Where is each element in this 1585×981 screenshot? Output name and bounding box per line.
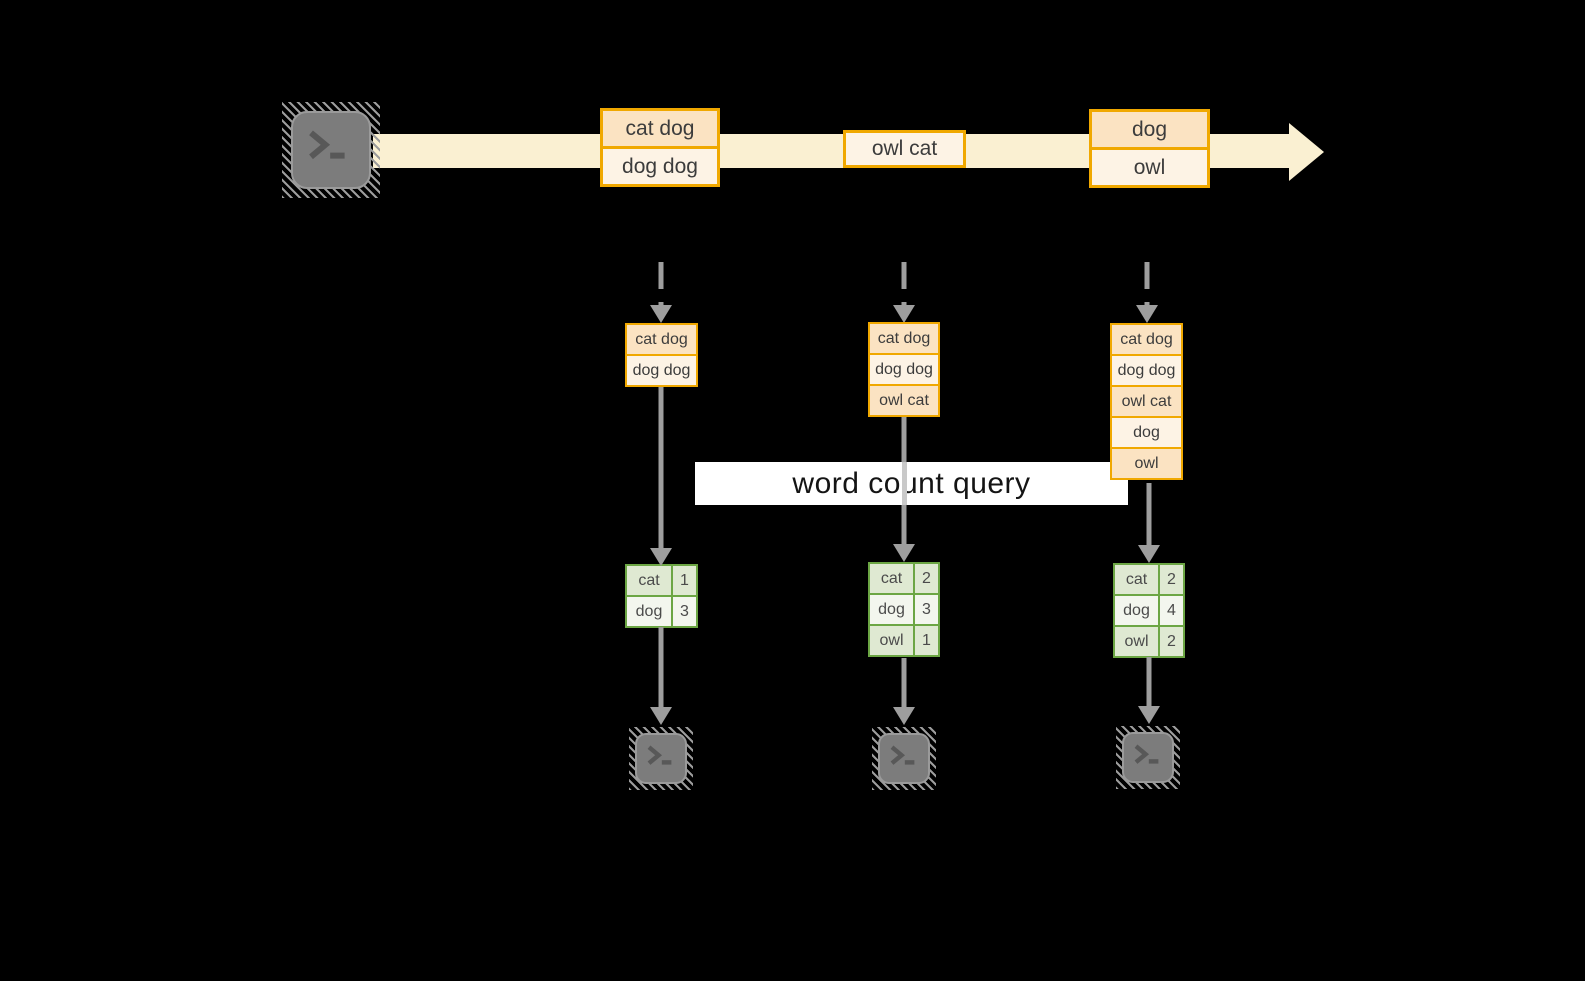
terminal-screen <box>878 733 930 784</box>
count-row: cat 2 <box>870 564 938 593</box>
word-count-table: cat 2 dog 3 owl 1 <box>868 562 940 657</box>
query-label: word count query <box>695 462 1128 505</box>
buffered-record: owl cat <box>1112 385 1181 416</box>
count-row: dog 3 <box>627 595 696 626</box>
count-row: owl 2 <box>1115 625 1183 656</box>
arrow-line-over-label <box>902 462 907 505</box>
count-cell: 3 <box>671 597 696 626</box>
stream-arrowhead-icon <box>1289 123 1324 181</box>
sink-terminal-icon <box>872 727 936 790</box>
word-cell: dog <box>878 601 905 618</box>
word-cell: owl <box>879 632 904 649</box>
prompt-glyph-icon <box>647 745 672 766</box>
count-cell: 4 <box>1158 596 1183 625</box>
terminal-screen <box>291 111 371 189</box>
count-cell: 2 <box>1158 627 1183 656</box>
count-cell: 2 <box>1158 565 1183 594</box>
word-cell: cat <box>880 570 903 587</box>
buffered-record: cat dog <box>1112 325 1181 354</box>
arrowheads <box>650 305 1160 725</box>
stream-event-box: owl cat <box>843 130 966 168</box>
word-cell: owl <box>1124 633 1149 650</box>
word-cell: cat <box>638 572 660 589</box>
prompt-glyph-icon <box>890 745 915 766</box>
word-cell: cat <box>1125 571 1148 588</box>
sink-terminal-icon <box>629 727 693 790</box>
prompt-glyph-icon <box>309 130 345 159</box>
count-cell: 2 <box>913 564 938 593</box>
buffered-record: cat dog <box>870 324 938 353</box>
stream-event-line: owl cat <box>846 133 963 165</box>
count-row: cat 1 <box>627 566 696 595</box>
buffered-record: owl cat <box>870 384 938 415</box>
count-row: cat 2 <box>1115 565 1183 594</box>
source-terminal-icon <box>282 102 380 198</box>
count-row: dog 3 <box>870 593 938 624</box>
count-row: dog 4 <box>1115 594 1183 625</box>
count-cell: 1 <box>671 566 696 595</box>
buffered-record: dog dog <box>627 354 696 385</box>
count-cell: 3 <box>913 595 938 624</box>
stream-event-line: cat dog <box>603 111 717 146</box>
terminal-screen <box>635 733 687 784</box>
buffered-record: dog <box>1112 416 1181 447</box>
count-row: owl 1 <box>870 624 938 655</box>
stream-event-line: dog dog <box>603 146 717 184</box>
stream-event-line: owl <box>1092 147 1207 185</box>
word-cell: dog <box>1123 602 1150 619</box>
stream-event-line: dog <box>1092 112 1207 147</box>
sink-terminal-icon <box>1116 726 1180 789</box>
buffered-record: dog dog <box>870 353 938 384</box>
prompt-glyph-icon <box>1134 744 1159 765</box>
word-count-table: cat 2 dog 4 owl 2 <box>1113 563 1185 658</box>
buffered-record: dog dog <box>1112 354 1181 385</box>
count-cell: 1 <box>913 626 938 655</box>
buffered-record: cat dog <box>627 325 696 354</box>
word-cell: dog <box>635 603 663 620</box>
terminal-screen <box>1122 732 1174 783</box>
buffered-record: owl <box>1112 447 1181 478</box>
